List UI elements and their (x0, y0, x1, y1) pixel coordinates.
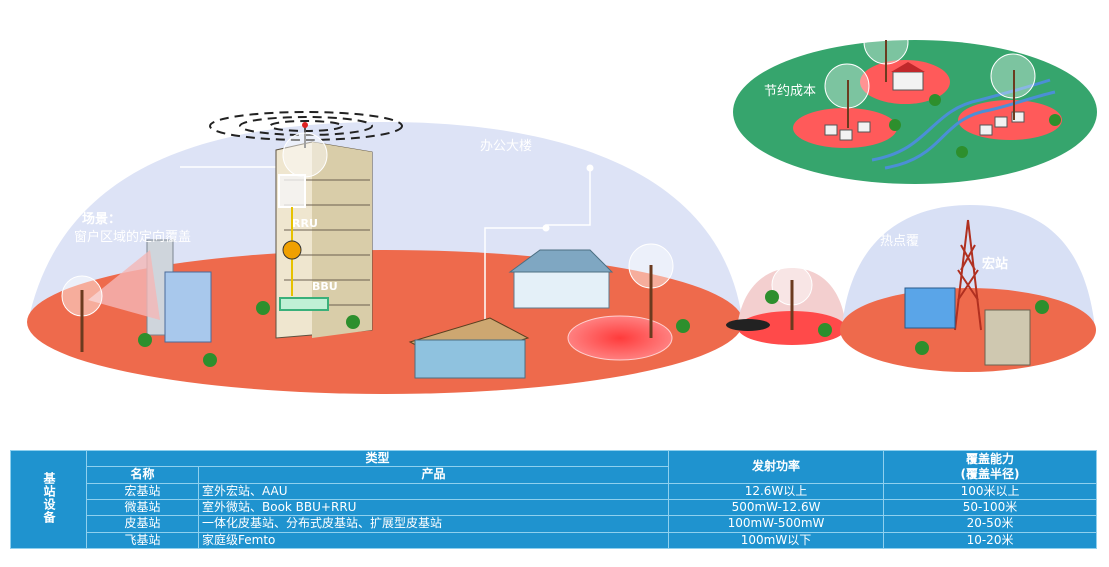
palm-trees (138, 94, 1061, 367)
base-station-table: 基站设备 类型 发射功率 覆盖能力(覆盖半径) 名称 产品 宏基站 室外宏站、A… (10, 449, 1098, 550)
power-header: 发射功率 (668, 450, 885, 484)
suburb-houses (824, 71, 1025, 141)
table-row: 微基站 室外微站、Book BBU+RRU 500mW-12.6W 50-100… (11, 498, 1098, 517)
cost-label: 节约成本 (764, 84, 817, 99)
row-name: 飞基站 (86, 531, 199, 550)
macro-building-left (904, 287, 956, 329)
row-name: 微基站 (86, 498, 199, 517)
office-label: 办公大楼 (480, 139, 533, 154)
rru-box (278, 174, 306, 208)
suburb-hotspot-1 (793, 108, 897, 148)
network-scene: 办公大楼 场景： 窗户区域的定向覆盖 节约成本 热点覆 宏站 RRU BBU (27, 40, 1097, 394)
rru-label: RRU (292, 217, 318, 230)
macro-tower (954, 219, 982, 331)
row-product: 室外微站、Book BBU+RRU (197, 498, 670, 517)
row-coverage: 10-20米 (883, 531, 1098, 550)
river (871, 78, 1051, 162)
directional-beam (88, 250, 160, 320)
scenario-description: 窗户区域的定向覆盖 (74, 230, 192, 245)
macro-label: 宏站 (982, 257, 1009, 272)
row-coverage: 20-50米 (883, 515, 1098, 533)
table-row: 飞基站 家庭级Femto 100mW以下 10-20米 (11, 531, 1098, 550)
pole-hotspot (567, 315, 673, 361)
coverage-header: 覆盖能力(覆盖半径) (883, 450, 1098, 484)
row-name: 宏基站 (86, 482, 199, 500)
product-header: 产品 (197, 466, 670, 484)
row-product: 家庭级Femto (197, 531, 670, 550)
row-product: 一体化皮基站、分布式皮基站、扩展型皮基站 (197, 515, 670, 533)
scene-illustration (27, 40, 1097, 394)
scenario-title: 场景： (82, 212, 122, 227)
rru-unit-icon (282, 240, 302, 260)
type-header: 类型 (85, 449, 670, 468)
table-row: 皮基站 一体化皮基站、分布式皮基站、扩展型皮基站 100mW-500mW 20-… (11, 515, 1098, 533)
row-name: 皮基站 (86, 515, 199, 533)
macro-building-right (984, 309, 1031, 366)
rooftop-antenna-bubble (282, 132, 328, 178)
car-icon (726, 319, 770, 331)
underground-building (408, 317, 530, 379)
row-product: 室外宏站、AAU (197, 482, 670, 500)
row-coverage: 100米以上 (883, 482, 1098, 500)
row-power: 12.6W以上 (668, 482, 885, 500)
row-coverage: 50-100米 (883, 498, 1098, 517)
red-roof-house (891, 62, 925, 72)
suburb-island (733, 40, 1097, 184)
row-power: 100mW以下 (668, 531, 885, 550)
table-row: 宏基站 室外宏站、AAU 12.6W以上 100米以上 (11, 482, 1098, 500)
hotspot-label: 热点覆 (880, 234, 920, 249)
table-side-header: 基站设备 (10, 450, 87, 549)
connector-dot-2 (542, 224, 550, 232)
river-2 (884, 90, 1056, 170)
bbu-label: BBU (312, 280, 338, 293)
suburb-poles (847, 40, 1015, 128)
bbu-box (279, 297, 329, 311)
name-header: 名称 (86, 466, 199, 484)
macro-ground (840, 288, 1096, 372)
connector-dot-1 (586, 164, 594, 172)
row-power: 500mW-12.6W (668, 498, 885, 517)
residential-house (508, 249, 614, 309)
row-power: 100mW-500mW (668, 515, 885, 533)
